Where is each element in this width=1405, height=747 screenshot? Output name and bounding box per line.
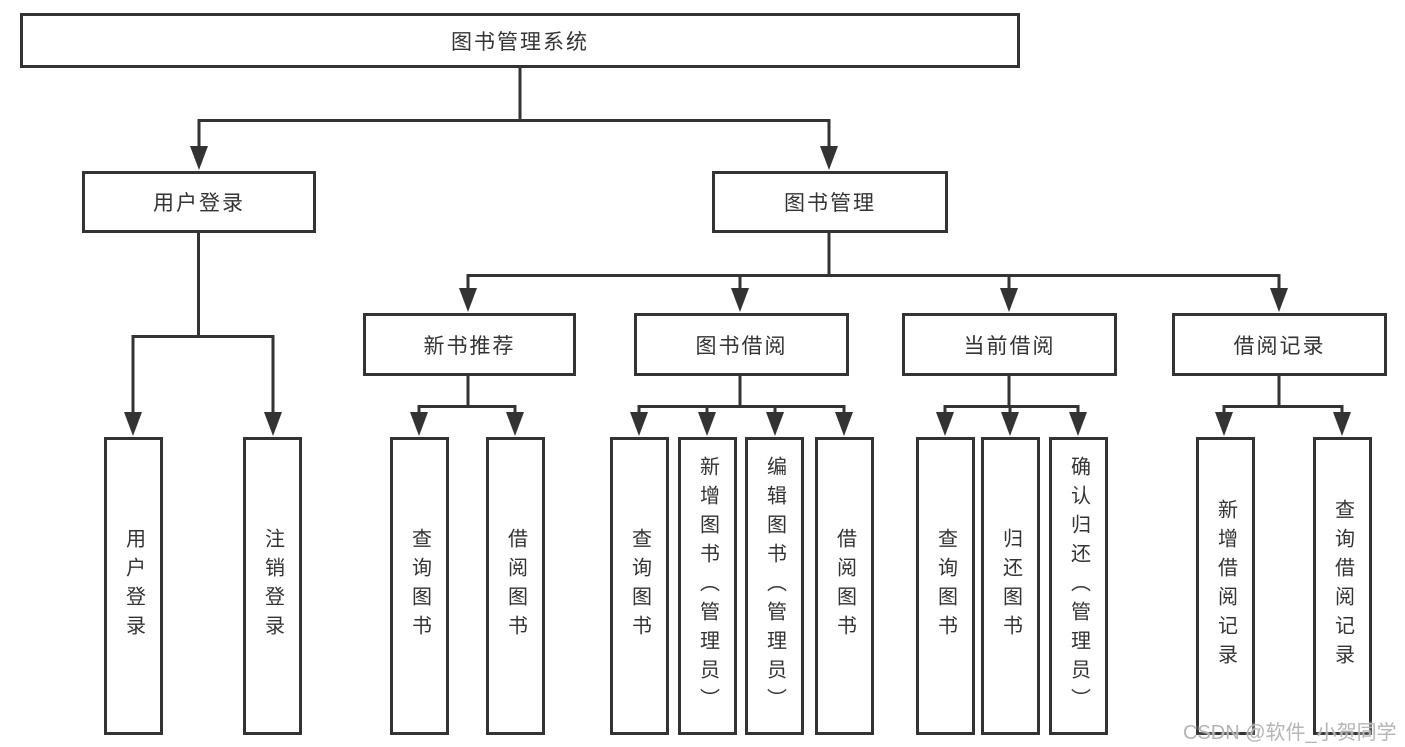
- leaf-user-login: 用户登录: [104, 437, 163, 735]
- node-new-book-recommend: 新书推荐: [363, 313, 576, 376]
- leaf-query-books-recommend: 查询图书: [390, 437, 449, 735]
- arrowhead-icons: [124, 146, 1351, 436]
- watermark: CSDN @软件_小贺同学: [1183, 722, 1397, 744]
- node-current-borrowing: 当前借阅: [902, 313, 1117, 376]
- node-borrowing-records: 借阅记录: [1172, 313, 1387, 376]
- leaf-borrow-books: 借阅图书: [815, 437, 874, 735]
- leaf-query-books-borrow: 查询图书: [610, 437, 669, 735]
- leaf-confirm-return-admin: 确认归还（管理员）: [1049, 437, 1108, 735]
- leaf-add-borrow-record: 新增借阅记录: [1196, 437, 1255, 735]
- node-book-management: 图书管理: [712, 171, 948, 233]
- connector-paths: [131, 68, 1344, 416]
- node-library-management-system: 图书管理系统: [20, 13, 1020, 68]
- leaf-edit-book-admin: 编辑图书（管理员）: [745, 437, 804, 735]
- leaf-borrow-books-recommend: 借阅图书: [486, 437, 545, 735]
- leaf-query-borrow-record: 查询借阅记录: [1313, 437, 1372, 735]
- leaf-query-books-current: 查询图书: [916, 437, 975, 735]
- node-book-borrowing: 图书借阅: [634, 313, 849, 376]
- node-user-login: 用户登录: [82, 171, 316, 233]
- leaf-logout-login: 注销登录: [243, 437, 302, 735]
- leaf-return-books: 归还图书: [981, 437, 1040, 735]
- leaf-add-book-admin: 新增图书（管理员）: [678, 437, 737, 735]
